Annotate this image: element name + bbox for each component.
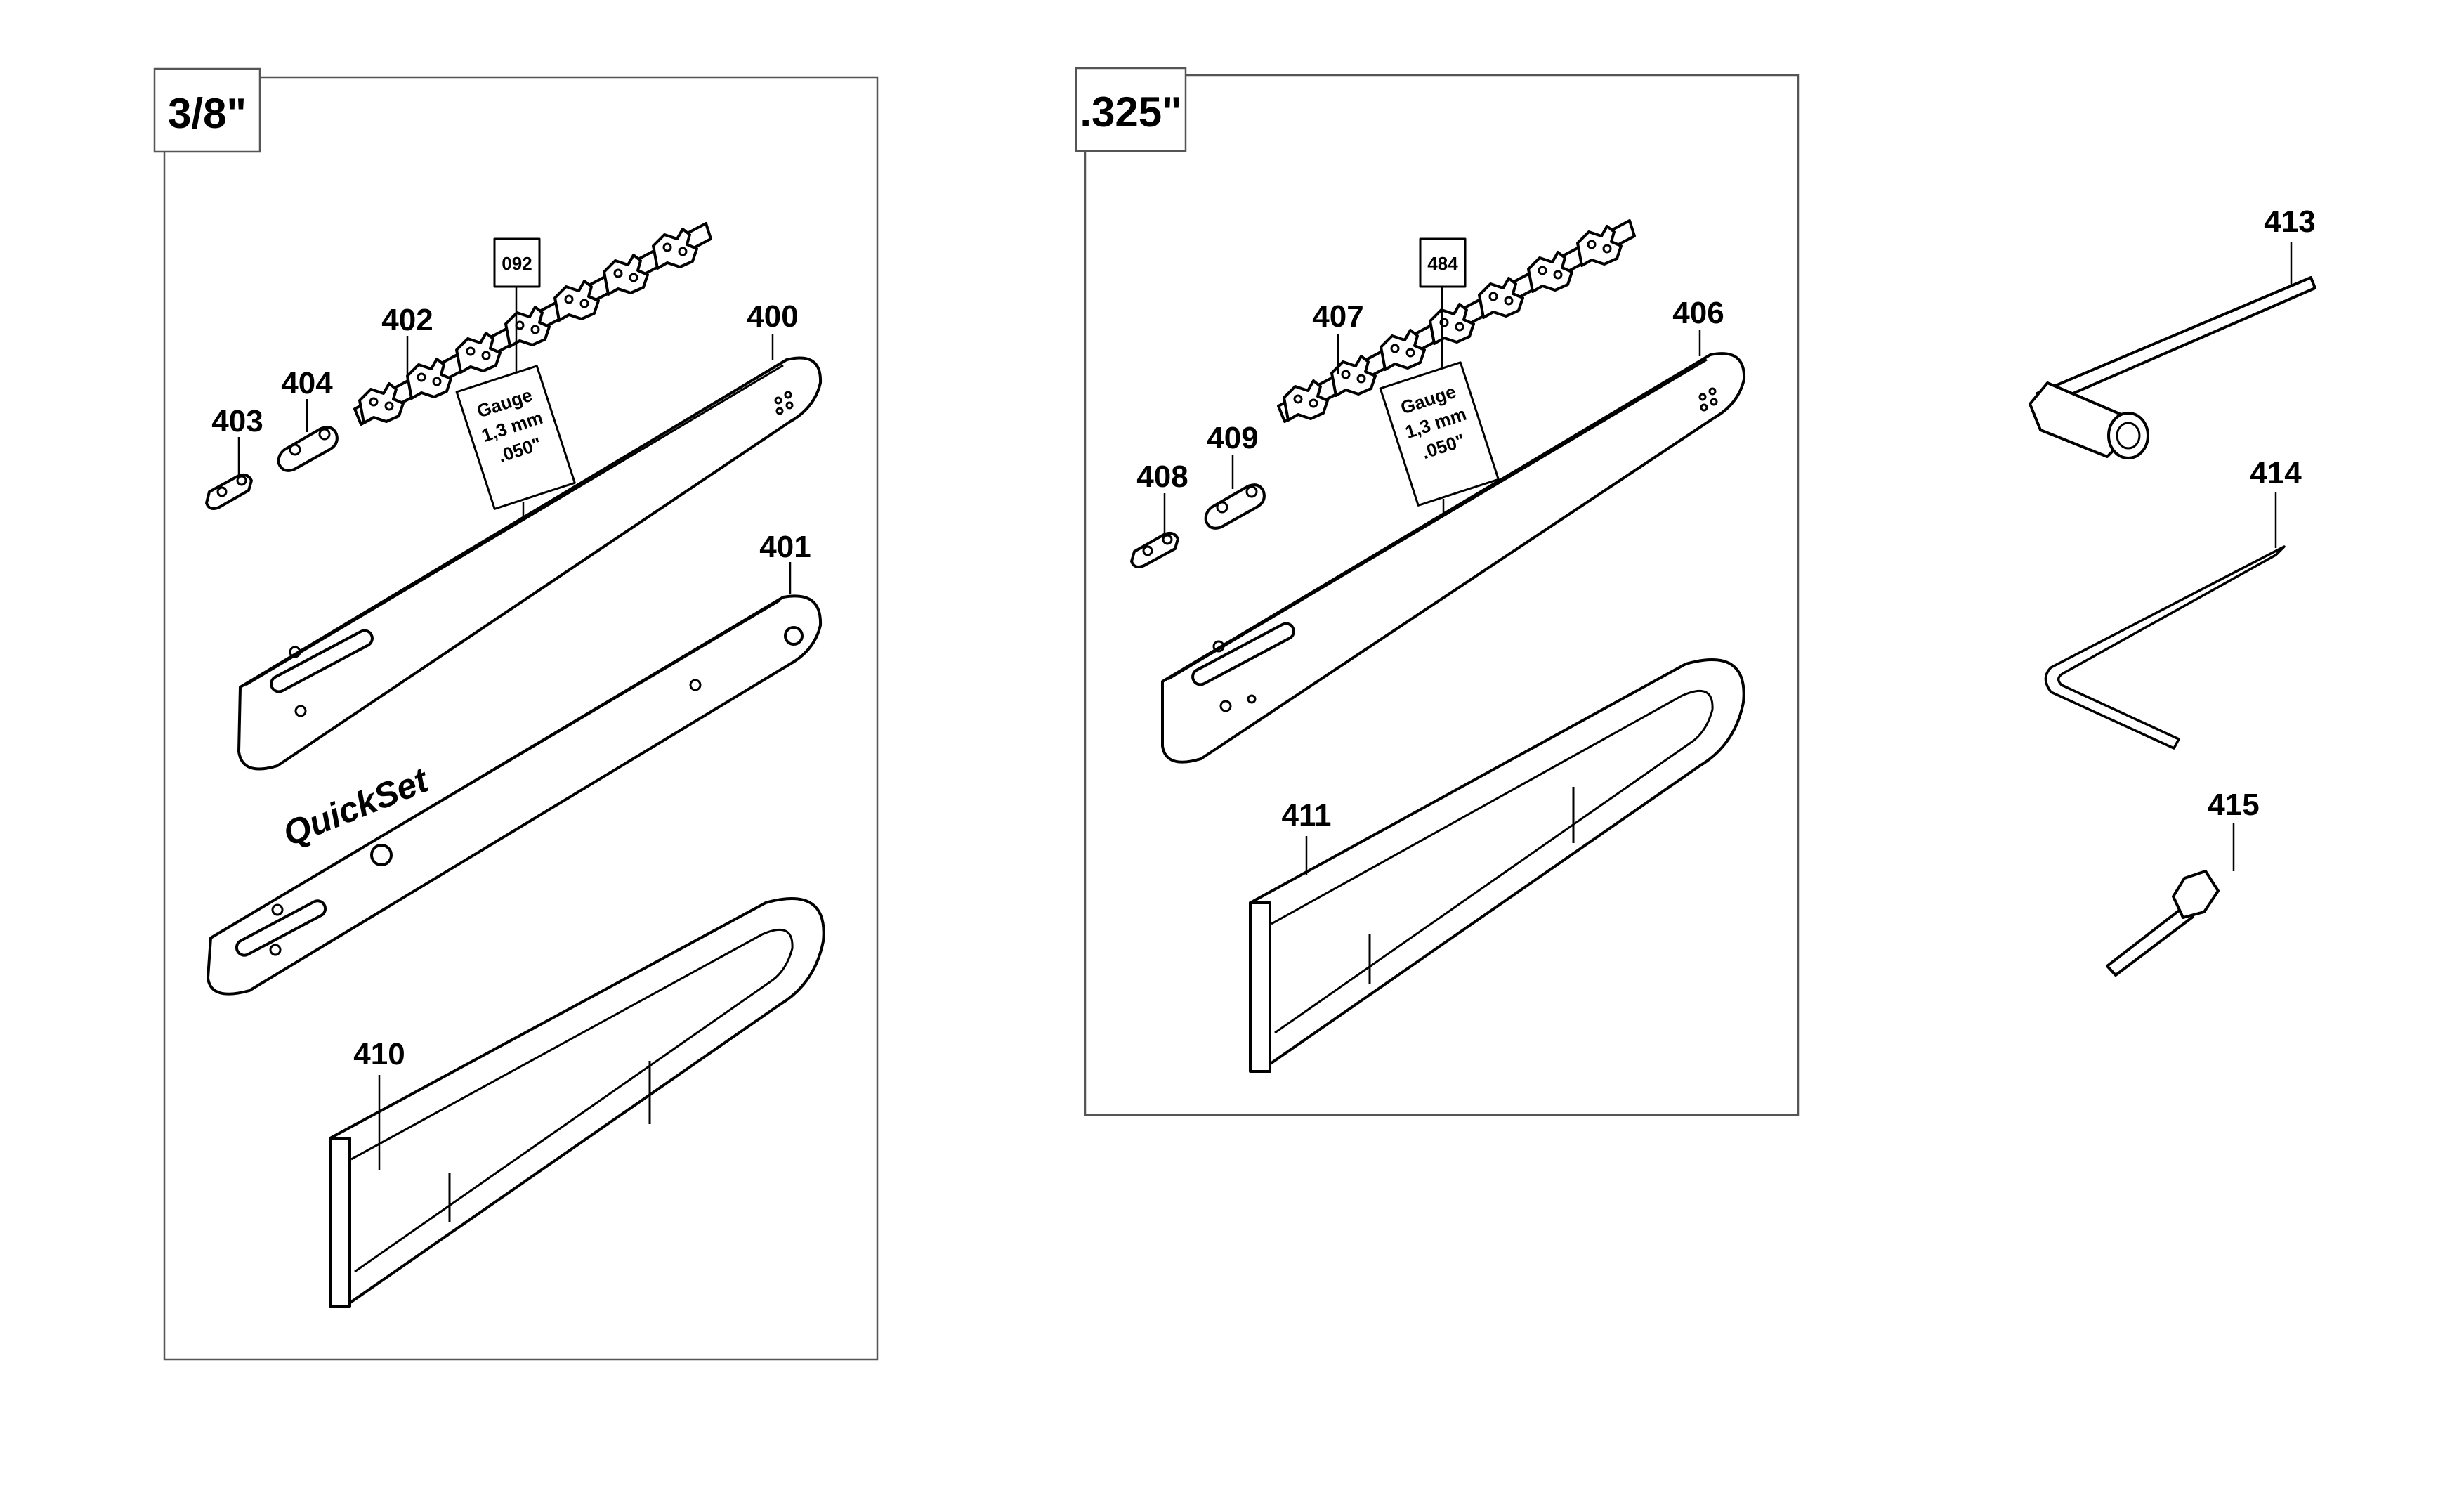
- callout-403: 403: [211, 404, 263, 438]
- callout-407: 407: [1312, 299, 1363, 334]
- panel-325-title: .325": [1080, 89, 1181, 136]
- callout-402: 402: [381, 303, 433, 337]
- rivet-link-408: [1130, 532, 1179, 568]
- preset-plate-404: [277, 426, 339, 472]
- chain-code-tag-484: [1419, 237, 1467, 288]
- callout-415: 415: [2208, 788, 2259, 822]
- callout-411: 411: [1282, 798, 1332, 833]
- combination-wrench-413: [2029, 276, 2316, 459]
- panel-3-8-title: 3/8": [168, 90, 247, 137]
- chain-cover-410: [329, 897, 825, 1308]
- callout-406: 406: [1672, 296, 1724, 330]
- gauge-tag-middle: Gauge 1,3 mm .050": [1379, 361, 1500, 507]
- chain-cover-411: [1249, 658, 1745, 1073]
- saw-chain-402: [353, 222, 712, 426]
- preset-plate-409: [1204, 483, 1266, 530]
- panel-3-8-title-tab: [153, 67, 261, 153]
- callout-413: 413: [2264, 204, 2315, 239]
- panel-325-frame: [1084, 74, 1800, 1116]
- rivet-link-403: [205, 474, 253, 510]
- callout-408: 408: [1136, 459, 1188, 494]
- panel-3-8: 3/8" 092 Gauge 1,3 mm .050": [153, 67, 879, 1361]
- panel-3-8-frame: [163, 76, 879, 1361]
- screwdriver-415: [2106, 870, 2220, 977]
- callout-400: 400: [747, 299, 798, 334]
- callout-410: 410: [353, 1037, 405, 1071]
- gauge-tag-left: Gauge 1,3 mm .050": [455, 365, 576, 510]
- guide-bar-400: [237, 356, 823, 771]
- chain-code-092: 092: [502, 253, 532, 274]
- hex-key-414: [2044, 545, 2286, 750]
- callout-404: 404: [281, 366, 333, 400]
- callout-409: 409: [1207, 421, 1258, 455]
- panel-325-title-tab: [1075, 67, 1187, 152]
- guide-bar-406: [1161, 352, 1746, 764]
- chain-code-tag-092: [493, 237, 541, 288]
- callout-414: 414: [2250, 456, 2302, 490]
- chain-code-484: 484: [1427, 253, 1458, 274]
- callout-401: 401: [759, 530, 811, 564]
- panel-325: .325" 484 Gauge 1,3 mm .050": [1075, 67, 1800, 1116]
- saw-chain-407: [1277, 219, 1636, 423]
